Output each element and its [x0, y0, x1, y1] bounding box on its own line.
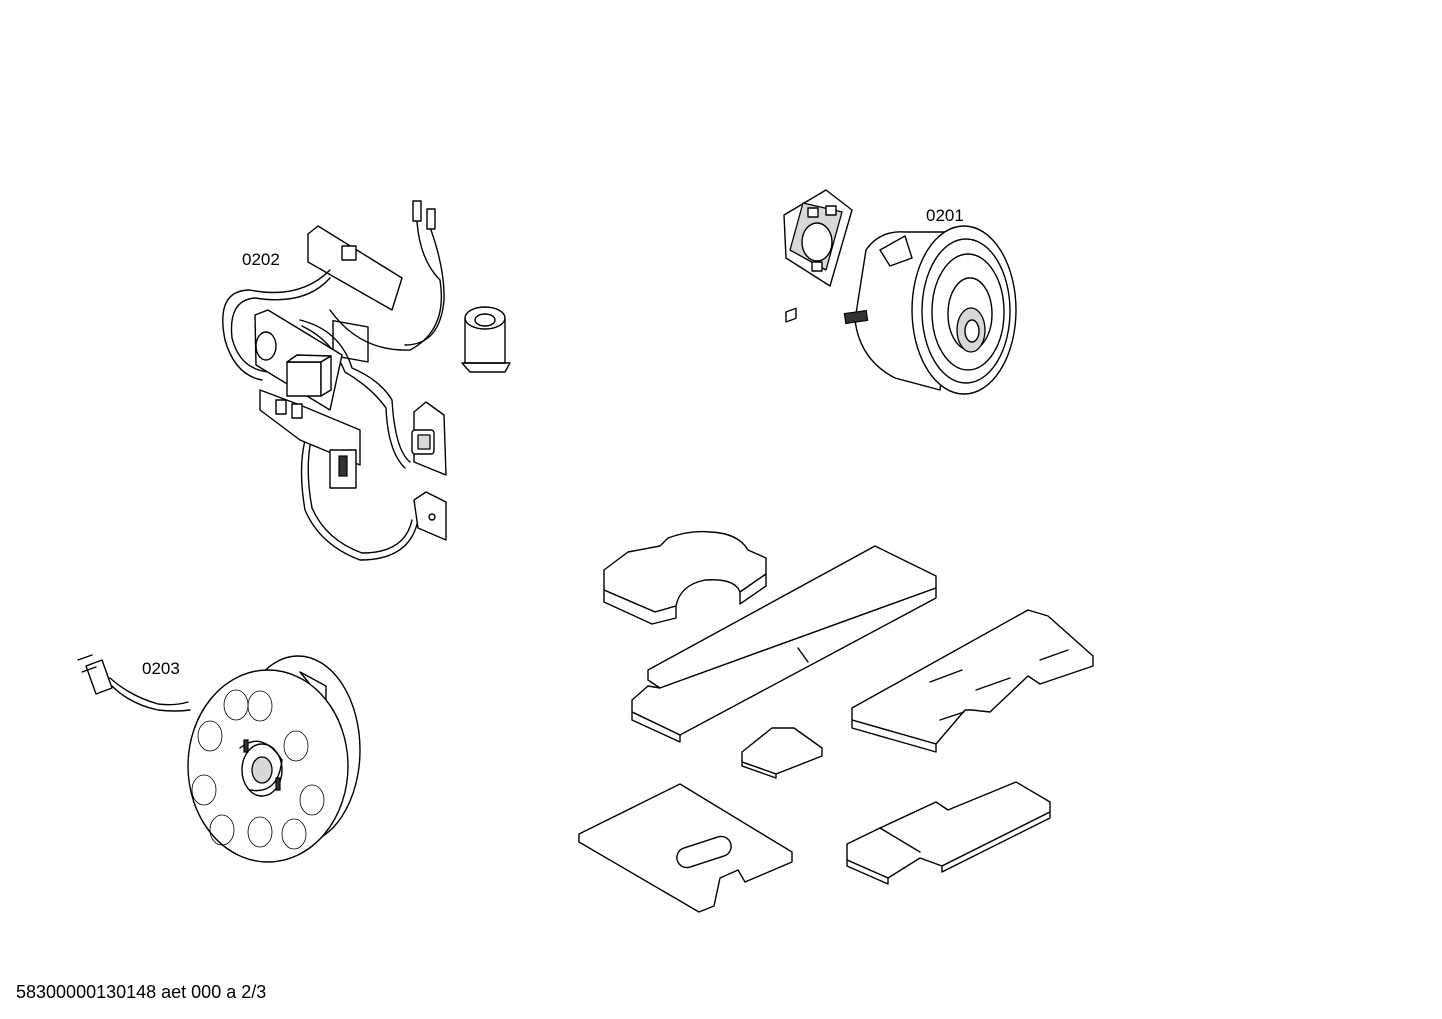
foam-pads — [578, 307, 1094, 913]
long-strip-pad — [631, 307, 937, 743]
connector-bracket — [413, 491, 447, 541]
wiring — [222, 221, 445, 561]
power-plug — [77, 654, 191, 712]
main-pcb — [254, 309, 361, 489]
terminal-connectors — [412, 200, 436, 230]
reel-hub — [239, 739, 283, 797]
cable-reel-assembly — [77, 654, 361, 863]
motor-assembly — [783, 189, 1017, 395]
sensor-board — [411, 401, 447, 476]
slotted-pad — [578, 783, 793, 913]
saddle-pad — [603, 530, 767, 625]
callout-0203: 0203 — [142, 659, 180, 678]
angled-pad — [851, 609, 1094, 753]
switch-board — [307, 225, 403, 363]
stepped-pad — [846, 781, 1051, 885]
capacitor — [461, 306, 511, 373]
electronics-assembly — [222, 200, 511, 561]
reel-holes — [191, 689, 325, 850]
small-pad — [741, 727, 823, 779]
callout-0201: 0201 — [926, 206, 964, 225]
callout-0202: 0202 — [242, 250, 280, 269]
document-id: 58300000130148 aet 000 a 2/3 — [16, 982, 267, 1002]
motor-bracket — [783, 189, 853, 287]
vacuum-motor — [843, 225, 1017, 395]
